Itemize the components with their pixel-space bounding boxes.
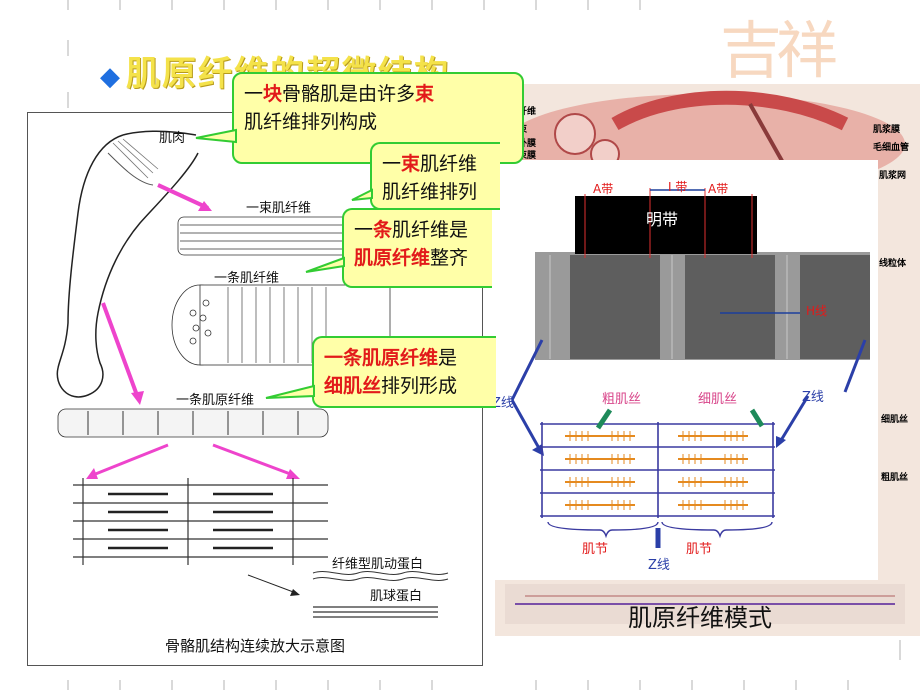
label-myosin: 肌球蛋白 <box>370 589 423 604</box>
callout-2-post: 肌纤维 <box>420 153 478 175</box>
band-a-right: A带 <box>708 182 729 196</box>
band-a-left: A带 <box>593 182 614 196</box>
callout-3-key: 条 <box>373 219 393 241</box>
callout-4-key: 一条肌原纤维 <box>324 347 439 369</box>
callout-1-line2: 肌纤维排列构成 <box>244 111 378 133</box>
callout-fiber-bundle: 一束肌纤维 肌纤维排列 <box>370 142 500 210</box>
callout-4-post: 是 <box>438 347 458 369</box>
band-i: I 带 <box>668 180 688 194</box>
z-line-left-label: Z线 <box>492 396 514 411</box>
z-line-bottom-label: Z线 <box>648 558 670 573</box>
callout-3-post: 肌纤维是 <box>392 219 469 241</box>
back-label-sarcolemma: 肌浆膜 <box>873 125 901 135</box>
callout-4-line2-post: 排列形成 <box>381 375 458 397</box>
callout-myofibril: 一条肌原纤维是 细肌丝排列形成 <box>312 336 496 408</box>
callout-1-key: 块 <box>263 83 283 105</box>
sarcomere-label-right: 肌节 <box>686 542 713 557</box>
back-label-mitochondria: 线粒体 <box>879 259 907 269</box>
z-line-right-label: Z线 <box>802 390 824 405</box>
left-figure-caption: 骨骼肌结构连续放大示意图 <box>164 637 345 655</box>
muscle-illustration <box>56 130 449 618</box>
sarcomere-label-left: 肌节 <box>582 542 609 557</box>
sarcomere-illustration <box>510 188 870 548</box>
callout-2-pre: 一 <box>382 153 402 175</box>
decorative-watermark: 吉祥 <box>720 14 838 87</box>
label-fibrous-actin: 纤维型肌动蛋白 <box>332 557 424 572</box>
callout-4-line2-key: 细肌丝 <box>324 375 382 397</box>
h-line-label: H线 <box>806 304 828 318</box>
callout-2-line2: 肌纤维排列 <box>382 181 478 203</box>
callout-1-key2: 束 <box>415 83 435 105</box>
callout-3-line2-post: 整齐 <box>430 247 469 269</box>
callout-3-line2-key: 肌原纤维 <box>354 247 431 269</box>
right-figure-caption: 肌原纤维模式 <box>628 604 772 632</box>
label-myofibril: 一条肌原纤维 <box>176 393 255 408</box>
callout-1-pre: 一 <box>244 83 264 105</box>
callout-3-pre: 一 <box>354 219 374 241</box>
label-fiber-bundle: 一束肌纤维 <box>246 201 312 216</box>
back-label-sr: 肌浆网 <box>879 171 907 181</box>
thick-filament-label: 粗肌丝 <box>602 392 642 407</box>
back-label-thick-filament: 粗肌丝 <box>881 473 909 483</box>
light-band-label: 明带 <box>646 210 679 229</box>
back-label-capillary: 毛细血管 <box>873 143 910 153</box>
label-muscle-fiber: 一条肌纤维 <box>214 271 280 286</box>
back-label-thin-filament: 细肌丝 <box>881 415 909 425</box>
thin-filament-label: 细肌丝 <box>698 392 738 407</box>
callout-1-post: 骨骼肌是由许多 <box>282 83 416 105</box>
diamond-bullet-icon: ◆ <box>100 62 122 92</box>
label-muscle: 肌肉 <box>159 131 186 146</box>
callout-2-key: 束 <box>401 153 421 175</box>
sarcomere-model-figure: A带 I 带 A带 明带 H线 Z线 Z线 粗肌丝 细肌丝 肌节 肌节 Z线 <box>490 160 878 580</box>
callout-muscle-fiber: 一条肌纤维是 肌原纤维整齐 <box>342 208 492 288</box>
